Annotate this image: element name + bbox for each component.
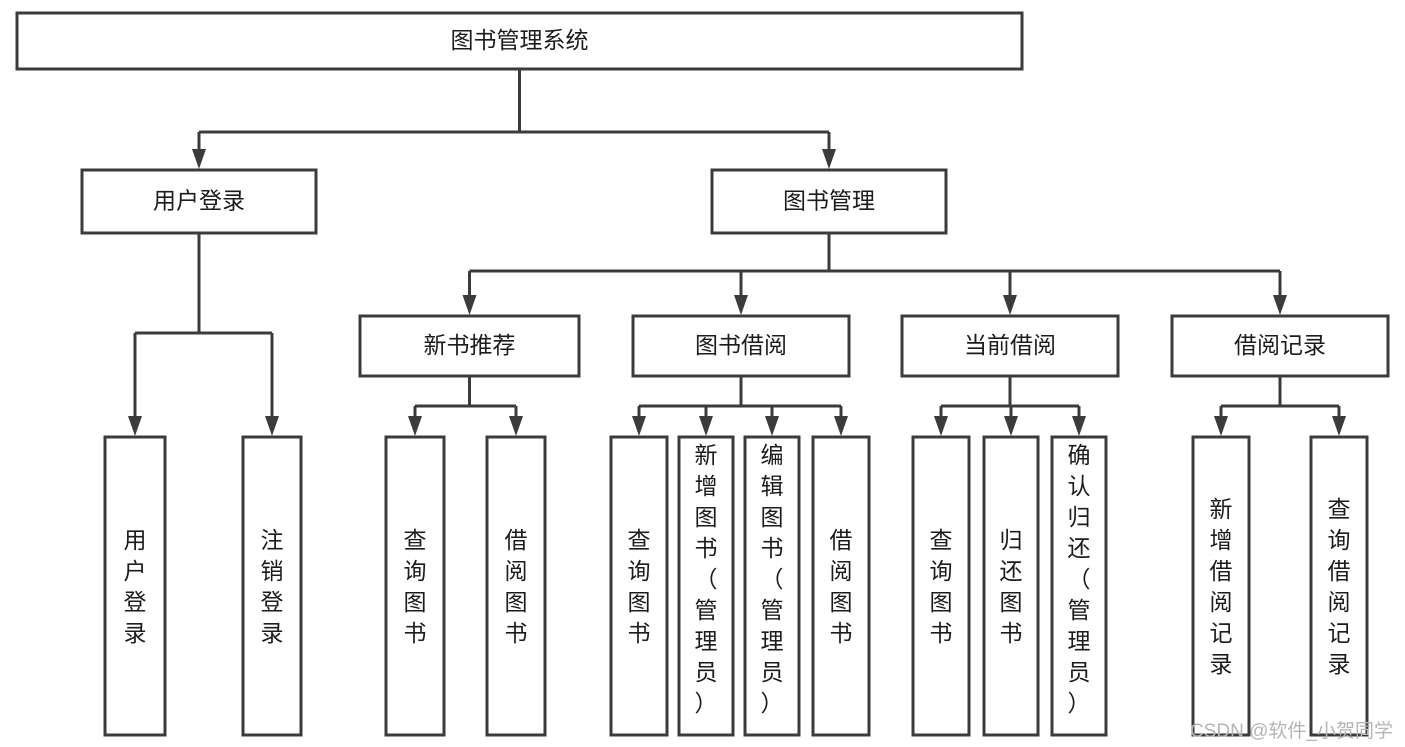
node-leaf-edit-book-admin[interactable]: 编辑图书（管理员） — [743, 435, 801, 737]
node-label-leaf-user-login: 用户登录 — [124, 527, 147, 646]
arrow-head-icon — [734, 295, 748, 315]
node-box-leaf-edit-book-admin[interactable] — [743, 435, 801, 737]
node-label-leaf-edit-book-admin: 编辑图书（管理员） — [761, 442, 784, 716]
node-label-current-borrow: 当前借阅 — [964, 332, 1056, 358]
conn-new-book-recommend-to-leaves — [408, 376, 523, 436]
conn-root-to-level2 — [192, 69, 836, 169]
node-box-leaf-borrow-book[interactable] — [811, 435, 871, 737]
arrow-head-icon — [632, 416, 646, 436]
node-root[interactable]: 图书管理系统 — [15, 11, 1024, 71]
node-label-leaf-confirm-return-admin: 确认归还（管理员） — [1068, 442, 1091, 716]
conn-book-management-to-level3 — [462, 233, 1287, 315]
arrow-head-icon — [509, 416, 523, 436]
node-current-borrow[interactable]: 当前借阅 — [900, 314, 1120, 378]
arrow-head-icon — [1072, 416, 1086, 436]
arrow-head-icon — [1003, 295, 1017, 315]
node-box-book-management[interactable] — [710, 168, 948, 235]
node-label-leaf-query-book-current: 查询图书 — [930, 527, 953, 646]
node-leaf-query-borrow-record[interactable]: 查询借阅记录 — [1309, 435, 1369, 737]
arrow-head-icon — [408, 416, 422, 436]
node-leaf-logout[interactable]: 注销登录 — [241, 435, 303, 737]
node-label-leaf-return-book: 归还图书 — [1000, 527, 1023, 646]
arrow-head-icon — [934, 416, 948, 436]
node-box-leaf-query-borrow-record[interactable] — [1309, 435, 1369, 737]
node-label-leaf-borrow-book: 借阅图书 — [830, 527, 853, 646]
node-user-login[interactable]: 用户登录 — [80, 168, 318, 235]
node-box-new-book-recommend[interactable] — [358, 314, 581, 378]
node-label-new-book-recommend: 新书推荐 — [424, 332, 516, 358]
node-box-book-borrow[interactable] — [631, 314, 851, 378]
node-label-borrow-record: 借阅记录 — [1234, 332, 1326, 358]
node-leaf-confirm-return-admin[interactable]: 确认归还（管理员） — [1050, 435, 1108, 737]
node-label-leaf-query-book-borrow: 查询图书 — [628, 527, 651, 646]
node-borrow-record[interactable]: 借阅记录 — [1170, 314, 1390, 378]
node-box-leaf-borrow-book-recommend[interactable] — [485, 435, 547, 737]
node-label-leaf-query-book-recommend: 查询图书 — [404, 527, 427, 646]
arrow-head-icon — [699, 416, 713, 436]
node-box-leaf-query-book-borrow[interactable] — [609, 435, 669, 737]
arrow-head-icon — [1004, 416, 1018, 436]
arrow-head-icon — [822, 149, 836, 169]
node-label-book-borrow: 图书借阅 — [695, 332, 787, 358]
node-box-leaf-add-borrow-record[interactable] — [1191, 435, 1251, 737]
node-box-leaf-logout[interactable] — [241, 435, 303, 737]
node-label-user-login: 用户登录 — [153, 188, 245, 214]
arrow-head-icon — [834, 416, 848, 436]
node-box-leaf-return-book[interactable] — [982, 435, 1040, 737]
node-leaf-return-book[interactable]: 归还图书 — [982, 435, 1040, 737]
connector-layer — [128, 69, 1346, 436]
arrow-head-icon — [765, 416, 779, 436]
arrow-head-icon — [462, 295, 477, 315]
node-leaf-query-book-recommend[interactable]: 查询图书 — [384, 435, 446, 737]
node-box-leaf-confirm-return-admin[interactable] — [1050, 435, 1108, 737]
node-new-book-recommend[interactable]: 新书推荐 — [358, 314, 581, 378]
arrow-head-icon — [1332, 416, 1346, 436]
node-label-leaf-logout: 注销登录 — [261, 527, 284, 646]
node-leaf-borrow-book-recommend[interactable]: 借阅图书 — [485, 435, 547, 737]
conn-book-borrow-to-leaves — [632, 376, 848, 436]
node-label-leaf-add-book-admin: 新增图书（管理员） — [695, 442, 718, 716]
node-box-leaf-query-book-recommend[interactable] — [384, 435, 446, 737]
node-label-root: 图书管理系统 — [451, 27, 589, 53]
node-layer: 图书管理系统用户登录图书管理新书推荐图书借阅当前借阅借阅记录用户登录注销登录查询… — [15, 11, 1390, 737]
node-box-current-borrow[interactable] — [900, 314, 1120, 378]
node-box-leaf-user-login[interactable] — [103, 435, 167, 737]
node-book-borrow[interactable]: 图书借阅 — [631, 314, 851, 378]
node-leaf-query-book-borrow[interactable]: 查询图书 — [609, 435, 669, 737]
node-label-leaf-borrow-book-recommend: 借阅图书 — [505, 527, 528, 646]
conn-borrow-record-to-leaves — [1214, 376, 1346, 436]
node-label-leaf-add-borrow-record: 新增借阅记录 — [1210, 496, 1233, 677]
node-leaf-add-book-admin[interactable]: 新增图书（管理员） — [677, 435, 735, 737]
node-leaf-user-login[interactable]: 用户登录 — [103, 435, 167, 737]
arrow-head-icon — [1214, 416, 1228, 436]
arrow-head-icon — [265, 416, 279, 436]
node-box-root[interactable] — [15, 11, 1024, 71]
node-leaf-query-book-current[interactable]: 查询图书 — [911, 435, 971, 737]
node-box-leaf-add-book-admin[interactable] — [677, 435, 735, 737]
node-leaf-borrow-book[interactable]: 借阅图书 — [811, 435, 871, 737]
node-box-leaf-query-book-current[interactable] — [911, 435, 971, 737]
node-label-book-management: 图书管理 — [783, 188, 875, 214]
conn-user-login-to-leaves — [128, 233, 279, 436]
arrow-head-icon — [1273, 295, 1287, 315]
node-leaf-add-borrow-record[interactable]: 新增借阅记录 — [1191, 435, 1251, 737]
conn-current-borrow-to-leaves — [934, 376, 1086, 436]
node-label-leaf-query-borrow-record: 查询借阅记录 — [1328, 496, 1351, 677]
node-box-borrow-record[interactable] — [1170, 314, 1390, 378]
arrow-head-icon — [128, 416, 142, 436]
arrow-head-icon — [192, 149, 206, 169]
node-book-management[interactable]: 图书管理 — [710, 168, 948, 235]
node-box-user-login[interactable] — [80, 168, 318, 235]
